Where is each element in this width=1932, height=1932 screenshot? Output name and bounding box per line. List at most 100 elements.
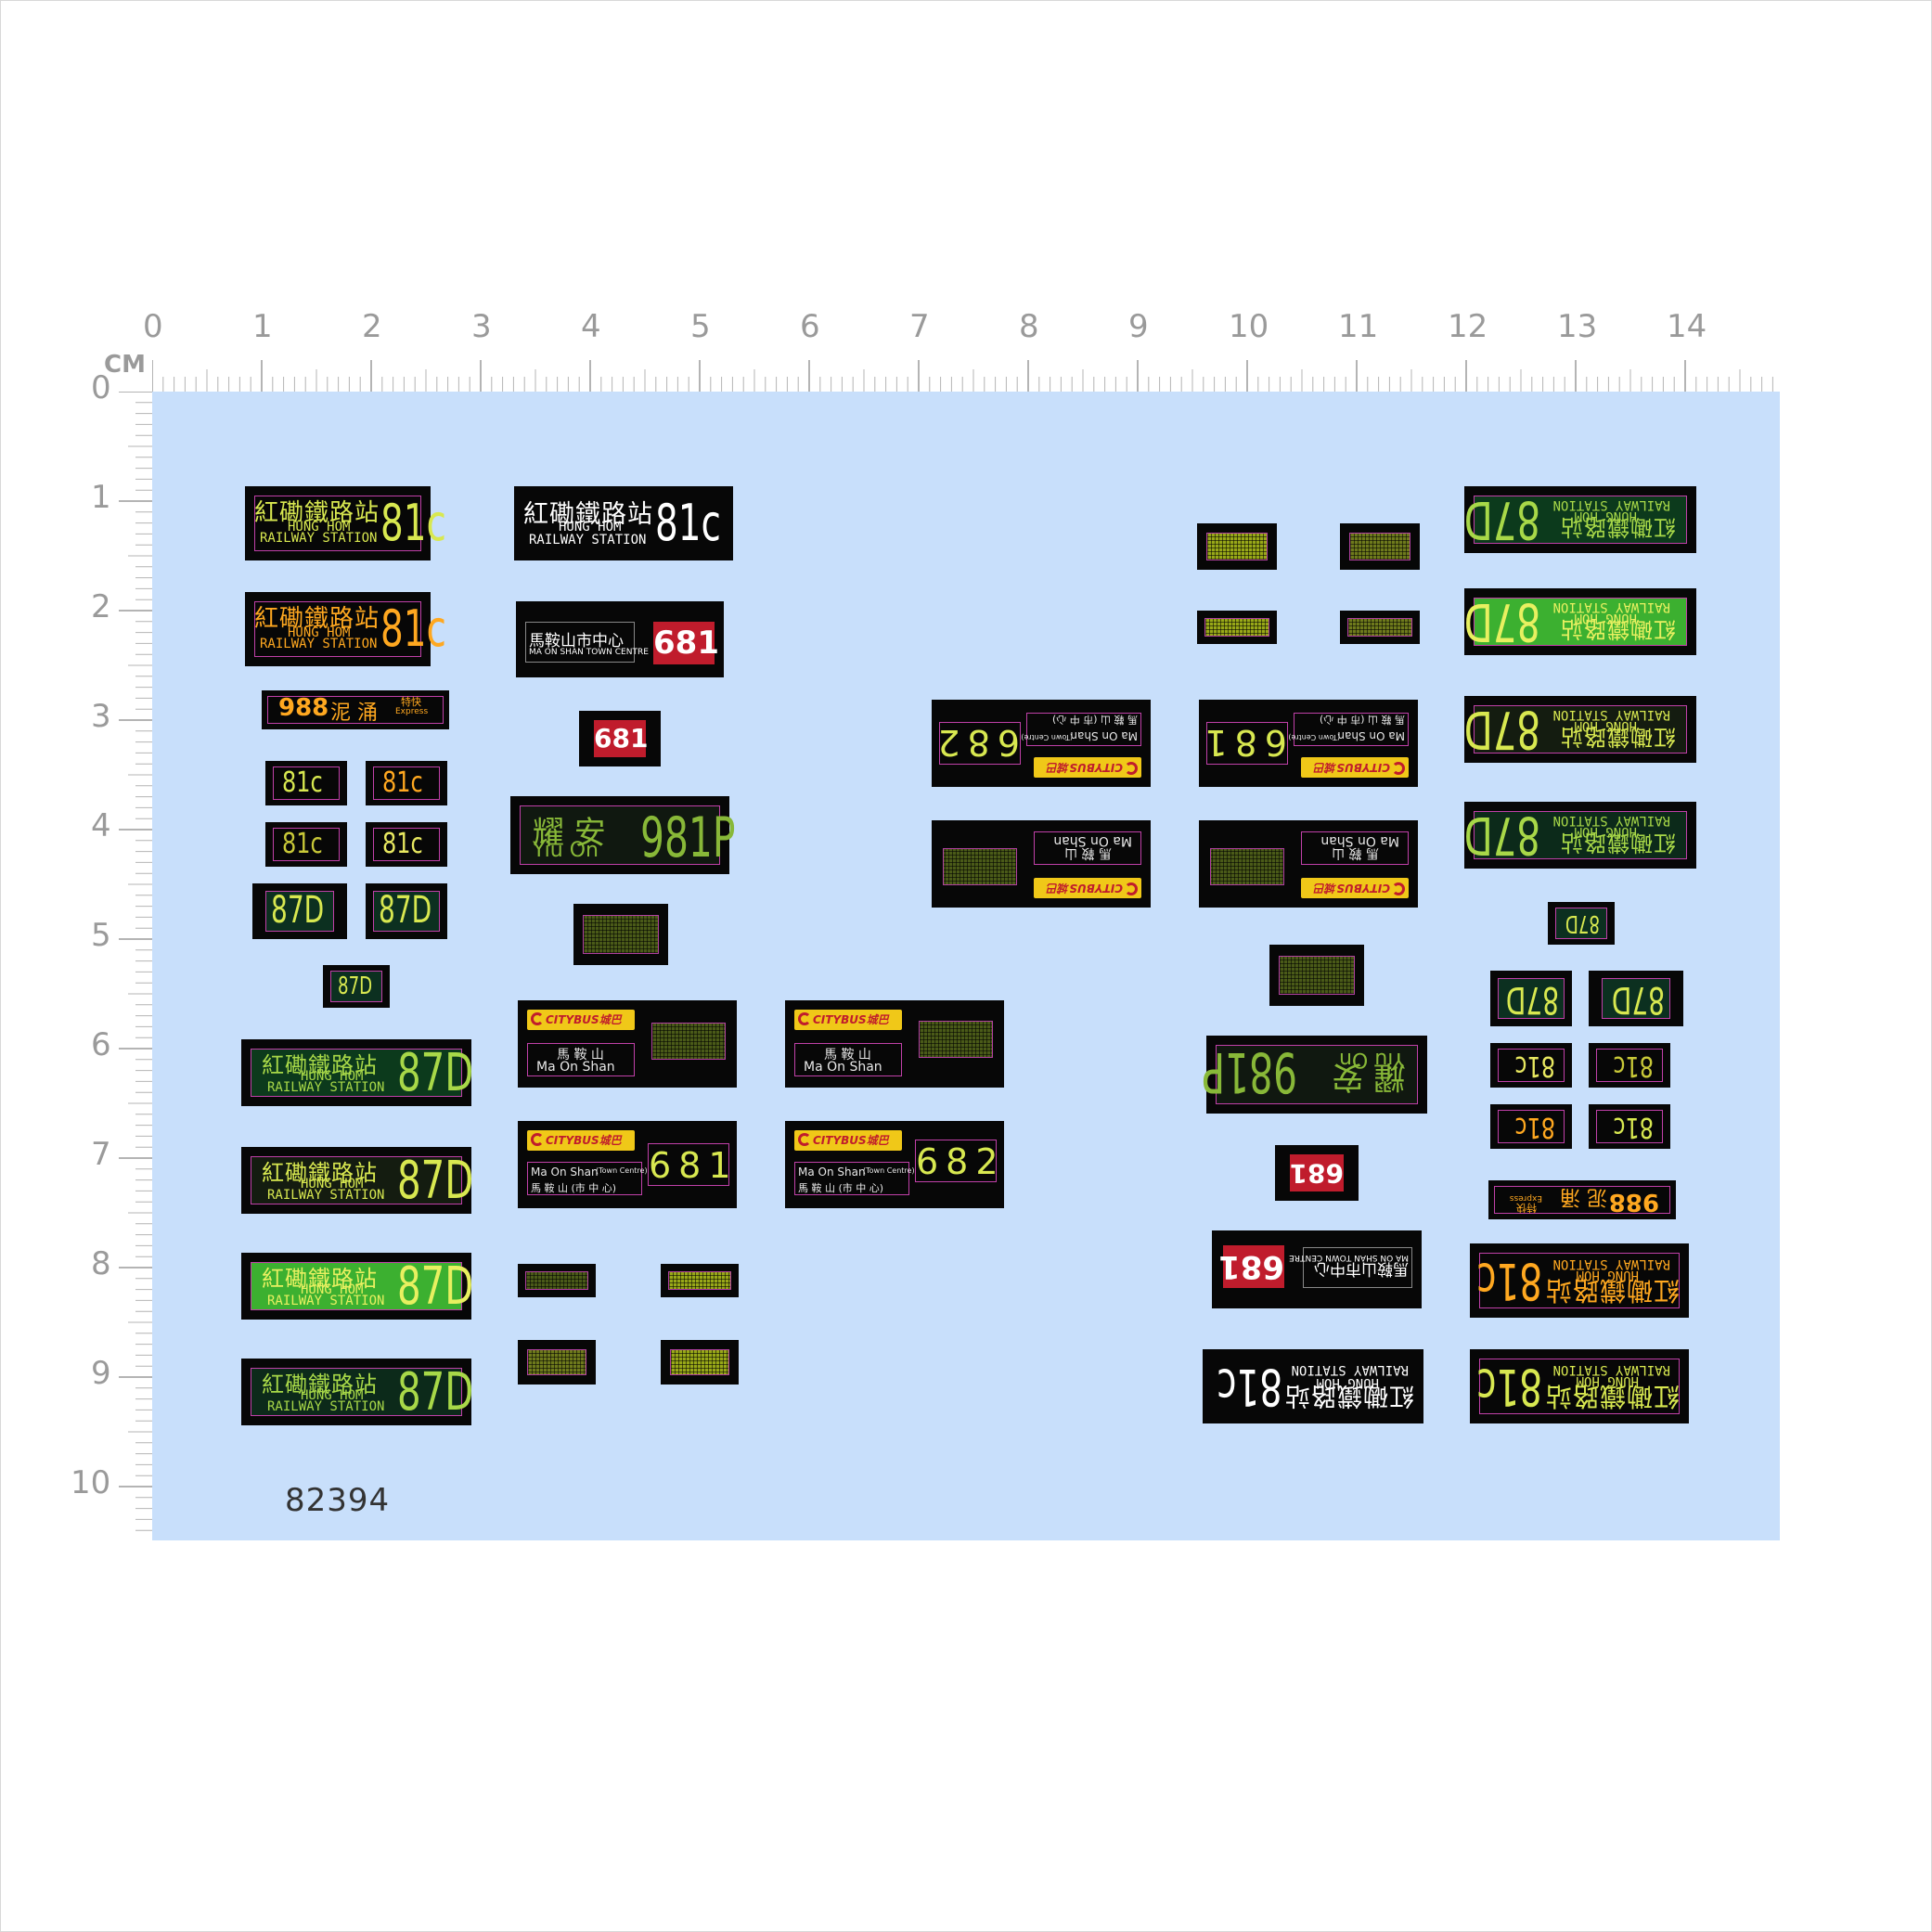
destination-sign-87d-green: 紅磡鐵路站 HUNG HOM RAILWAY STATION 87D (241, 1039, 473, 1106)
destination-sign-87d-flipped: 紅磡鐵路站 HUNG HOM RAILWAY STATION 87D (1464, 486, 1696, 553)
sign-route-number: 81c (1476, 1252, 1542, 1310)
blank-led-tile (1340, 611, 1420, 644)
blank-led-tile (1269, 945, 1364, 1006)
ruler-left-number: 9 (91, 1355, 111, 1392)
destination-sign-87d-bright: 紅磡鐵路站 HUNG HOM RAILWAY STATION 87D (241, 1253, 473, 1320)
route-tile-text: 81c (1613, 1050, 1654, 1082)
citybus-sign-682-flipped: CITYBUS城巴 Ma On Shan (Town Centre) 馬 鞍 山… (930, 700, 1151, 787)
sign-english-line1: HUNG HOM (301, 1282, 364, 1297)
citybus-logo: CITYBUS城巴 (794, 1130, 902, 1151)
citybus-sign-mos-flipped: CITYBUS城巴 馬 鞍 山 Ma On Shan (1199, 820, 1418, 908)
ruler-left-number: 2 (91, 588, 111, 625)
sign-chinese-text: 紅磡鐵路站 (262, 1160, 378, 1186)
sign-english-line1: HUNG HOM (301, 1069, 364, 1084)
sign-route-number: 87D (1463, 489, 1540, 549)
sign-route-number: 87D (397, 1151, 474, 1211)
destination-sign-681-mos: 馬鞍山市中心 MA ON SHAN TOWN CENTRE 681 (516, 601, 724, 677)
sign-english-text: Ma On Shan (1053, 833, 1132, 848)
sign-chinese-text: 馬鞍山市中心 (1314, 1259, 1409, 1278)
sign-english-line2: RAILWAY STATION (260, 637, 378, 651)
sign-english-line1: HUNG HOM (301, 1177, 364, 1191)
route-tile-text: 81c (1514, 1050, 1555, 1082)
sign-english-text: Ma On Shan (1320, 833, 1399, 848)
route-tile-text: 81c (382, 828, 423, 860)
sign-english-line2: RAILWAY STATION (1552, 599, 1670, 614)
sign-route-number: 682 (915, 1140, 1006, 1182)
sign-english-text: Yiu On (1339, 1048, 1405, 1071)
citybus-logo: CITYBUS城巴 (794, 1010, 902, 1030)
sign-route-number: 681 (653, 622, 719, 664)
sign-chinese-text: 馬 鞍 山 (市 中 心) (1319, 714, 1405, 726)
sign-route-number: 681 (1218, 1245, 1284, 1288)
destination-sign-81c-white-flipped: 紅磡鐵路站 HUNG HOM RAILWAY STATION 81c (1203, 1349, 1423, 1423)
sign-route-number: 981P (640, 805, 736, 870)
ruler-top-number: 9 (1128, 308, 1149, 345)
destination-sign-681-flipped: 馬鞍山市中心 MA ON SHAN TOWN CENTRE 681 (1212, 1230, 1422, 1308)
destination-sign-81c-yellow-flipped: 紅磡鐵路站 HUNG HOM RAILWAY STATION 81c (1470, 1349, 1689, 1423)
sign-route-number: 87D (1463, 805, 1540, 865)
citybus-sign-681-flipped: CITYBUS城巴 Ma On Shan (Town Centre) 馬 鞍 山… (1197, 700, 1418, 787)
destination-sign-81c-white: 紅磡鐵路站 HUNG HOM RAILWAY STATION 81c (514, 486, 733, 560)
ruler-top-number: 11 (1338, 308, 1379, 345)
sign-english-line2: RAILWAY STATION (1552, 707, 1670, 722)
destination-sign-81c-orange-flipped: 紅磡鐵路站 HUNG HOM RAILWAY STATION 81c (1470, 1243, 1689, 1318)
destination-box (794, 1162, 909, 1195)
route-tile-text: 87D (1505, 978, 1559, 1021)
sign-english-line2: RAILWAY STATION (1552, 813, 1670, 828)
blank-led-tile (518, 1264, 596, 1297)
route-tile-text: 81c (382, 766, 423, 799)
sign-english-text: Ma On Shan (531, 1166, 599, 1179)
sign-route-number: 87D (1463, 591, 1540, 651)
ruler-top-number: 1 (252, 308, 273, 345)
sign-chinese-text: 馬鞍山市中心 (529, 632, 624, 650)
destination-sign-988-flipped: 988 泥 涌 特快 Express (1488, 1180, 1676, 1219)
citybus-logo: CITYBUS城巴 (527, 1130, 635, 1151)
ruler-top-number: 0 (143, 308, 163, 345)
destination-sign-87d-dark: 紅磡鐵路站 HUNG HOM RAILWAY STATION 87D (241, 1359, 473, 1425)
sign-english-line2: RAILWAY STATION (1291, 1362, 1409, 1377)
destination-box (794, 1043, 902, 1076)
route-tile-81c-flipped: 81c (1589, 1043, 1670, 1088)
route-tile-81c-flipped: 81c (1589, 1104, 1670, 1149)
sign-english-text: Ma On Shan (1070, 729, 1138, 742)
route-tile-text: 681 (594, 720, 648, 757)
ruler-top-number: 8 (1019, 308, 1039, 345)
ruler-left-number: 5 (91, 917, 111, 954)
sign-chinese-text: 馬 鞍 山 (824, 1048, 871, 1063)
destination-sign-81c-orange: 紅磡鐵路站 HUNG HOM RAILWAY STATION 81c (245, 592, 446, 666)
route-tile-87d: 87D (252, 883, 347, 939)
sign-english-line2: RAILWAY STATION (1552, 497, 1670, 512)
ruler-left-number: 1 (91, 479, 111, 516)
sign-route-number: 981P (1202, 1039, 1297, 1104)
ruler-left-number: 6 (91, 1026, 111, 1063)
express-badge-cn: 特快 (401, 696, 421, 708)
sign-chinese-text: 馬 鞍 山 (市 中 心) (798, 1182, 884, 1194)
sign-route-number: 682 (930, 722, 1021, 765)
sign-english-line2: RAILWAY STATION (1552, 1362, 1670, 1377)
sign-english-line1: HUNG HOM (288, 520, 351, 535)
express-badge-en: Express (395, 707, 429, 716)
sign-english-line2: RAILWAY STATION (267, 1399, 385, 1414)
route-tile-87d-flipped: 87D (1589, 971, 1683, 1026)
destination-sign-981p-flipped: 耀 安 Yiu On 981P (1202, 1036, 1427, 1114)
route-tile-text: 87D (271, 889, 325, 932)
sign-english-text: Ma On Shan (1337, 729, 1405, 742)
sign-town-centre: (Town Centre) (1021, 733, 1073, 741)
ruler-left-number: 8 (91, 1245, 111, 1282)
ruler-left-number: 7 (91, 1136, 111, 1173)
destination-sign-81c-yellow: 紅磡鐵路站 HUNG HOM RAILWAY STATION 81c (245, 486, 446, 560)
destination-sign-87d-bright-flipped: 紅磡鐵路站 HUNG HOM RAILWAY STATION 87D (1464, 588, 1696, 655)
sign-route-number: 81c (655, 494, 721, 552)
ruler-left-number: 3 (91, 698, 111, 735)
route-tile-text: 81c (1514, 1111, 1555, 1143)
sign-chinese-text: 馬 鞍 山 (市 中 心) (531, 1182, 617, 1194)
citybus-logo: CITYBUS城巴 (1034, 878, 1141, 898)
sign-english-text: MA ON SHAN TOWN CENTRE (1289, 1253, 1409, 1262)
citybus-logo: CITYBUS城巴 (1034, 757, 1141, 778)
ruler-top-number: 10 (1229, 308, 1269, 345)
citybus-sign-mos-left: CITYBUS城巴 馬 鞍 山 Ma On Shan (518, 1000, 737, 1088)
destination-sign-87d-yellow: 紅磡鐵路站 HUNG HOM RAILWAY STATION 87D (241, 1147, 474, 1214)
sign-english-line2: RAILWAY STATION (267, 1294, 385, 1308)
route-tile-81c: 81c (265, 761, 347, 805)
route-tile-87d-small: 87D (323, 965, 390, 1008)
